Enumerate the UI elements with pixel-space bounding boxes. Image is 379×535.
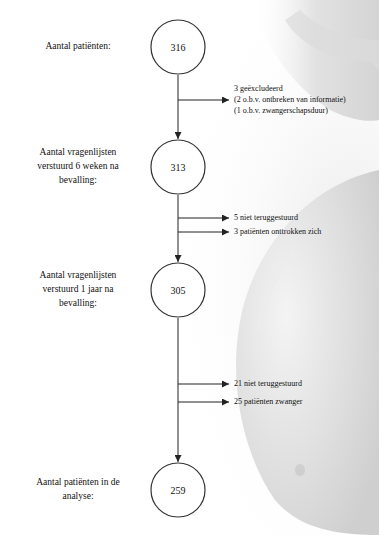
exclusion-note: 3 geëxcludeerd — [234, 83, 283, 94]
exclusion-note: 5 niet teruggestuurd — [234, 212, 298, 223]
exclusion-note: 3 patiënten onttrokken zich — [234, 226, 321, 237]
exit-arrow — [178, 100, 229, 101]
flow-arrow — [178, 195, 179, 262]
count-value: 316 — [171, 42, 186, 53]
exclusion-note: 21 niet teruggestuurd — [234, 378, 302, 389]
count-circle: Aantal patiënten:316 — [150, 19, 206, 75]
step-heading: Aantal vragenlijsten verstuurd 1 jaar na… — [26, 269, 130, 310]
count-number: 305 — [150, 262, 206, 318]
step-heading: Aantal patiënten: — [26, 40, 130, 54]
exit-arrow — [178, 402, 229, 403]
exit-arrow — [178, 218, 229, 219]
exit-arrow — [178, 384, 229, 385]
exclusion-note: (1 o.b.v. zwangerschapsduur) — [234, 105, 328, 116]
count-number: 313 — [150, 139, 206, 195]
count-circle: Aantal vragenlijsten verstuurd 1 jaar na… — [150, 262, 206, 318]
exclusion-note: (2 o.b.v. ontbreken van informatie) — [234, 94, 346, 105]
count-value: 259 — [171, 485, 186, 496]
exclusion-note: 25 patiënten zwanger — [234, 396, 302, 407]
count-circle: Aantal vragenlijsten verstuurd 6 weken n… — [150, 139, 206, 195]
count-value: 305 — [171, 285, 186, 296]
count-number: 316 — [150, 19, 206, 75]
count-value: 313 — [171, 162, 186, 173]
flow-arrow — [178, 75, 179, 139]
count-circle: Aantal patiënten in de analyse:259 — [150, 462, 206, 518]
exit-arrow — [178, 232, 229, 233]
step-heading: Aantal patiënten in de analyse: — [26, 476, 130, 504]
count-number: 259 — [150, 462, 206, 518]
flow-arrow — [178, 318, 179, 462]
step-heading: Aantal vragenlijsten verstuurd 6 weken n… — [26, 146, 130, 187]
